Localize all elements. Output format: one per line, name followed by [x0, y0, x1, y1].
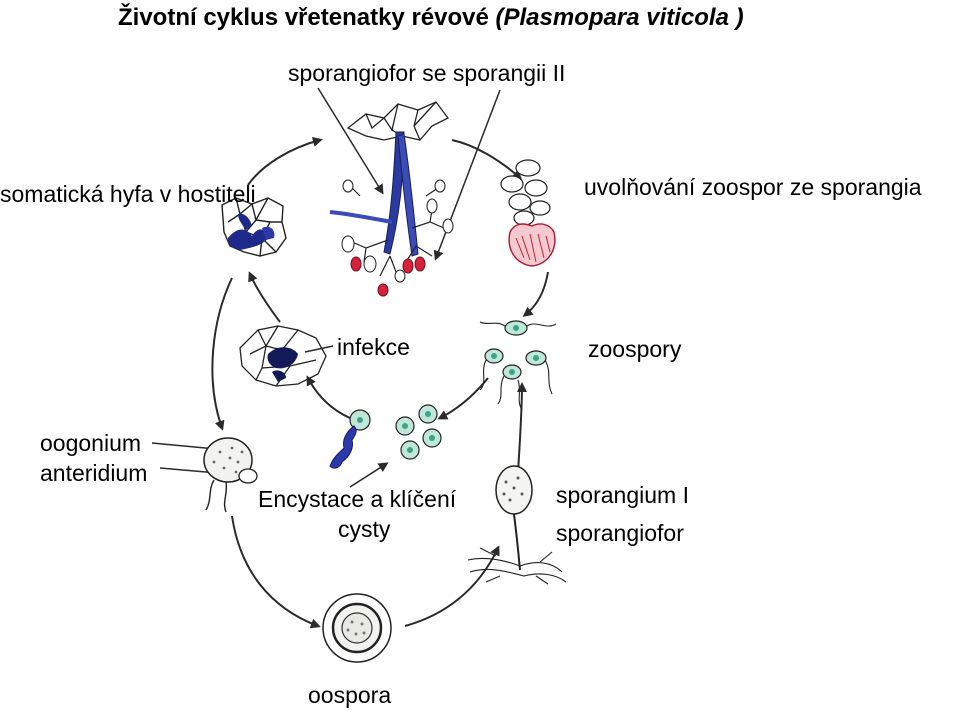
arrow-oospore-to-sporangium — [404, 545, 500, 627]
arrow-oogonium-to-oospore — [231, 515, 321, 629]
pointer-infekce — [304, 345, 334, 353]
sporangiophore-illustration — [329, 101, 454, 297]
arrow-release-to-zoospores — [522, 271, 549, 317]
pointer-sporangiofor-left — [317, 87, 384, 195]
arrow-infection-to-hypha — [248, 271, 281, 323]
label-uvolnovani: uvolňování zoospor ze sporangia — [584, 174, 922, 200]
label-infekce: infekce — [337, 334, 410, 360]
zoospores-illustration — [479, 320, 557, 411]
arrow-sporangium-to-zoospores — [516, 382, 527, 473]
arrow-zoospores-to-cysts — [437, 377, 489, 420]
pointer-encystace — [349, 462, 389, 488]
cycle-arrows — [211, 136, 549, 629]
sporangia-II — [350, 256, 426, 297]
oospore-illustration — [322, 593, 392, 663]
hypha-in-host-illustration — [221, 197, 287, 257]
zoospore-release-illustration — [500, 159, 556, 267]
label-anteridium: anteridium — [40, 460, 148, 486]
arrow-cysts-to-infection — [306, 375, 351, 419]
title-main: Životní cyklus vřetenatky révové — [118, 4, 489, 31]
arrow-hypha-to-sporangiophore — [247, 136, 323, 186]
label-encystace: Encystace a klíčení — [258, 486, 457, 512]
cysts-illustration — [329, 404, 442, 469]
page-title: Životní cyklus vřetenatky révové (Plasmo… — [118, 6, 744, 30]
label-sporangium-I: sporangium I — [556, 482, 689, 508]
label-cysty: cysty — [338, 516, 391, 542]
label-sporangiofor: sporangiofor — [556, 520, 684, 546]
label-zoospory: zoospory — [588, 336, 682, 362]
arrow-hypha-to-oogonium — [211, 277, 233, 431]
label-sporangiofor-II: sporangiofor se sporangii II — [288, 60, 566, 86]
infection-illustration — [239, 325, 327, 387]
label-oogonium: oogonium — [40, 430, 142, 456]
title-latin: (Plasmopara viticola ) — [495, 4, 744, 31]
sporangium-I-illustration — [467, 465, 567, 585]
label-somaticka-hyfa: somatická hyfa v hostiteli — [0, 181, 256, 207]
label-oospora: oospora — [308, 682, 392, 708]
pointer-lines — [151, 87, 501, 488]
arrow-sporangiophore-to-release — [451, 139, 523, 181]
oogonium-antheridium-illustration — [203, 437, 258, 513]
